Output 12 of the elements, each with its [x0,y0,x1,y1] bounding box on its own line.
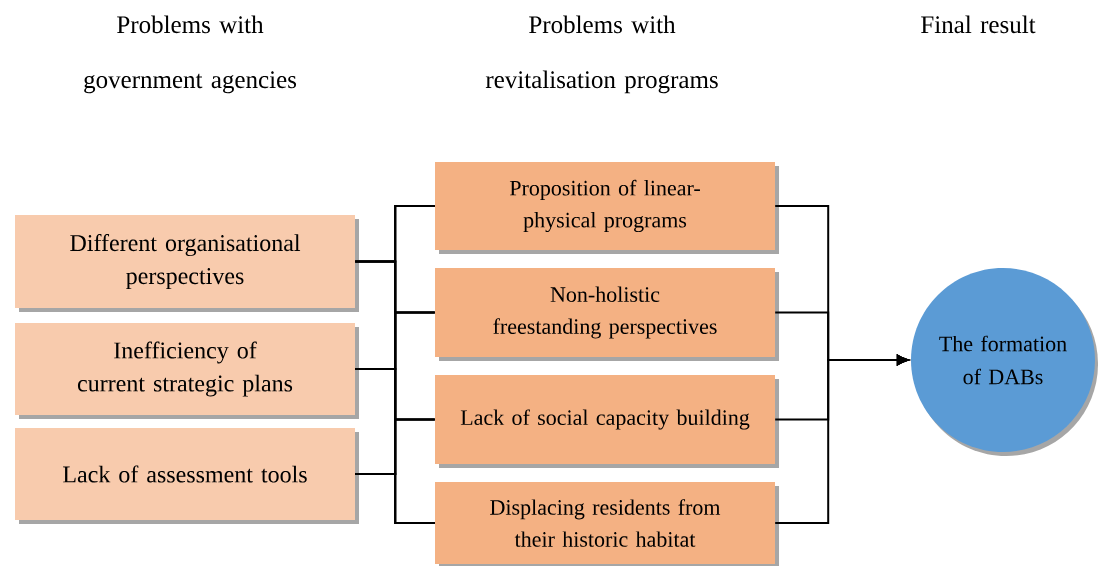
process-box: Inefficiency of current strategic plans [15,323,359,419]
connector [774,354,909,524]
process-box: Non-holistic freestanding perspectives [435,268,779,361]
process-box: Proposition of linear-physical programs [435,162,779,254]
column-heading: Final result [921,15,1036,34]
connector [354,473,436,524]
process-box: Lack of assessment tools [15,428,359,524]
column-heading: Problems with revitalisation programs [485,15,718,94]
process-box: Different organisational perspectives [15,215,359,312]
process-box: Lack of social capacity building [435,375,779,468]
column-heading: Problems with government agencies [84,15,297,94]
process-box: Displacing residents from their historic habitat [435,482,779,566]
